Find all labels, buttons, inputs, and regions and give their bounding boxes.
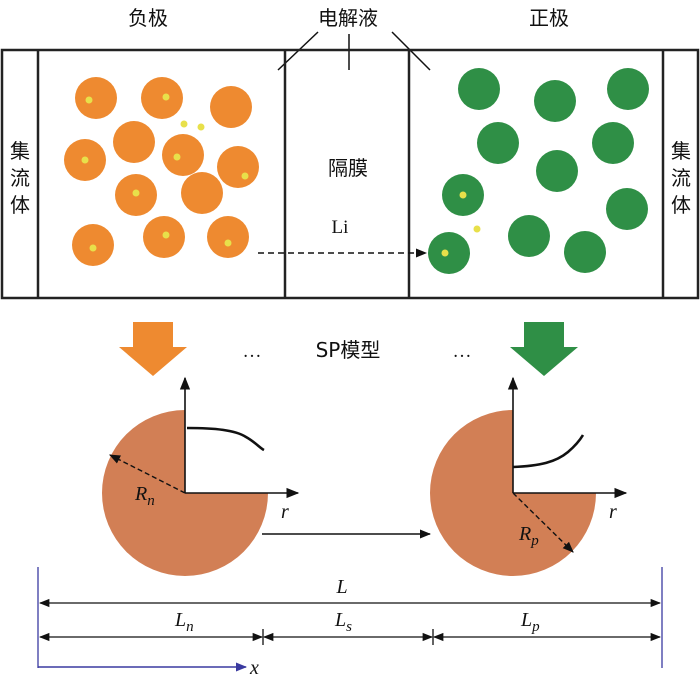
negative-particle [113, 121, 155, 163]
negative-particle [181, 172, 223, 214]
lithium-dot [89, 244, 97, 252]
separator-label: 隔膜 [328, 156, 368, 180]
lithium-dot [459, 191, 467, 199]
positive-particle [458, 68, 500, 110]
positive-particle [508, 215, 550, 257]
lithium-dot [81, 156, 89, 164]
sp-model-label: SP模型 [316, 338, 381, 362]
negative-particle [75, 77, 117, 119]
positive-particle [564, 231, 606, 273]
negative-particle [207, 216, 249, 258]
positive-particle [534, 80, 576, 122]
positive-radius-arrow [512, 492, 574, 553]
electrolyte-label: 电解液 [318, 6, 378, 30]
positive-particle [592, 122, 634, 164]
positive-concentration-curve [512, 434, 585, 469]
positive-r-axis-label: r [609, 501, 617, 523]
negative-particles [64, 77, 259, 266]
right-current-collector-label: 集流体 [671, 139, 691, 217]
left-current-collector-label: 集流体 [10, 139, 30, 217]
lithium-dot [224, 239, 232, 247]
collector-char: 集流体 [671, 139, 691, 217]
negative-particle [141, 77, 183, 119]
negative-particle [217, 146, 259, 188]
li-label: Li [332, 217, 349, 238]
positive-particle [428, 232, 470, 274]
negative-r-axis-label: r [281, 501, 289, 523]
total-length-label: L [335, 576, 347, 598]
free-lithium-dot [473, 225, 481, 233]
negative-sphere-model: Rn r [102, 376, 300, 576]
lithium-dot [85, 96, 93, 104]
negative-radius-arrow [109, 454, 186, 494]
positive-particle [536, 150, 578, 192]
negative-particle [162, 134, 204, 176]
collector-char: 集流体 [10, 139, 30, 217]
ellipsis-right: … [453, 341, 472, 362]
rp-label: Rp [518, 523, 539, 549]
ls-label: Ls [334, 609, 352, 635]
ellipsis-left: … [243, 341, 262, 362]
positive-down-arrow-icon [510, 322, 578, 376]
lp-label: Lp [520, 609, 540, 635]
lithium-dot [173, 153, 181, 161]
negative-electrode-label: 负极 [128, 6, 168, 30]
positive-particle [477, 122, 519, 164]
free-lithium-dot [197, 123, 205, 131]
positive-particle [607, 68, 649, 110]
ln-label: Ln [174, 609, 194, 635]
lithium-dot [132, 189, 140, 197]
lithium-dot [241, 172, 249, 180]
negative-down-arrow-icon [119, 322, 187, 376]
free-lithium-dot [180, 120, 188, 128]
cell-outline [0, 48, 700, 300]
rn-label: Rn [134, 483, 155, 509]
x-axis-label: x [249, 657, 259, 679]
lithium-dot [162, 231, 170, 239]
positive-particle [606, 188, 648, 230]
lithium-dot [441, 249, 449, 257]
negative-particle [210, 86, 252, 128]
positive-particles [428, 68, 649, 274]
positive-sphere-model: Rp r [430, 376, 628, 576]
negative-concentration-curve [186, 426, 265, 452]
lithium-dot [162, 93, 170, 101]
positive-electrode-label: 正极 [529, 6, 569, 30]
